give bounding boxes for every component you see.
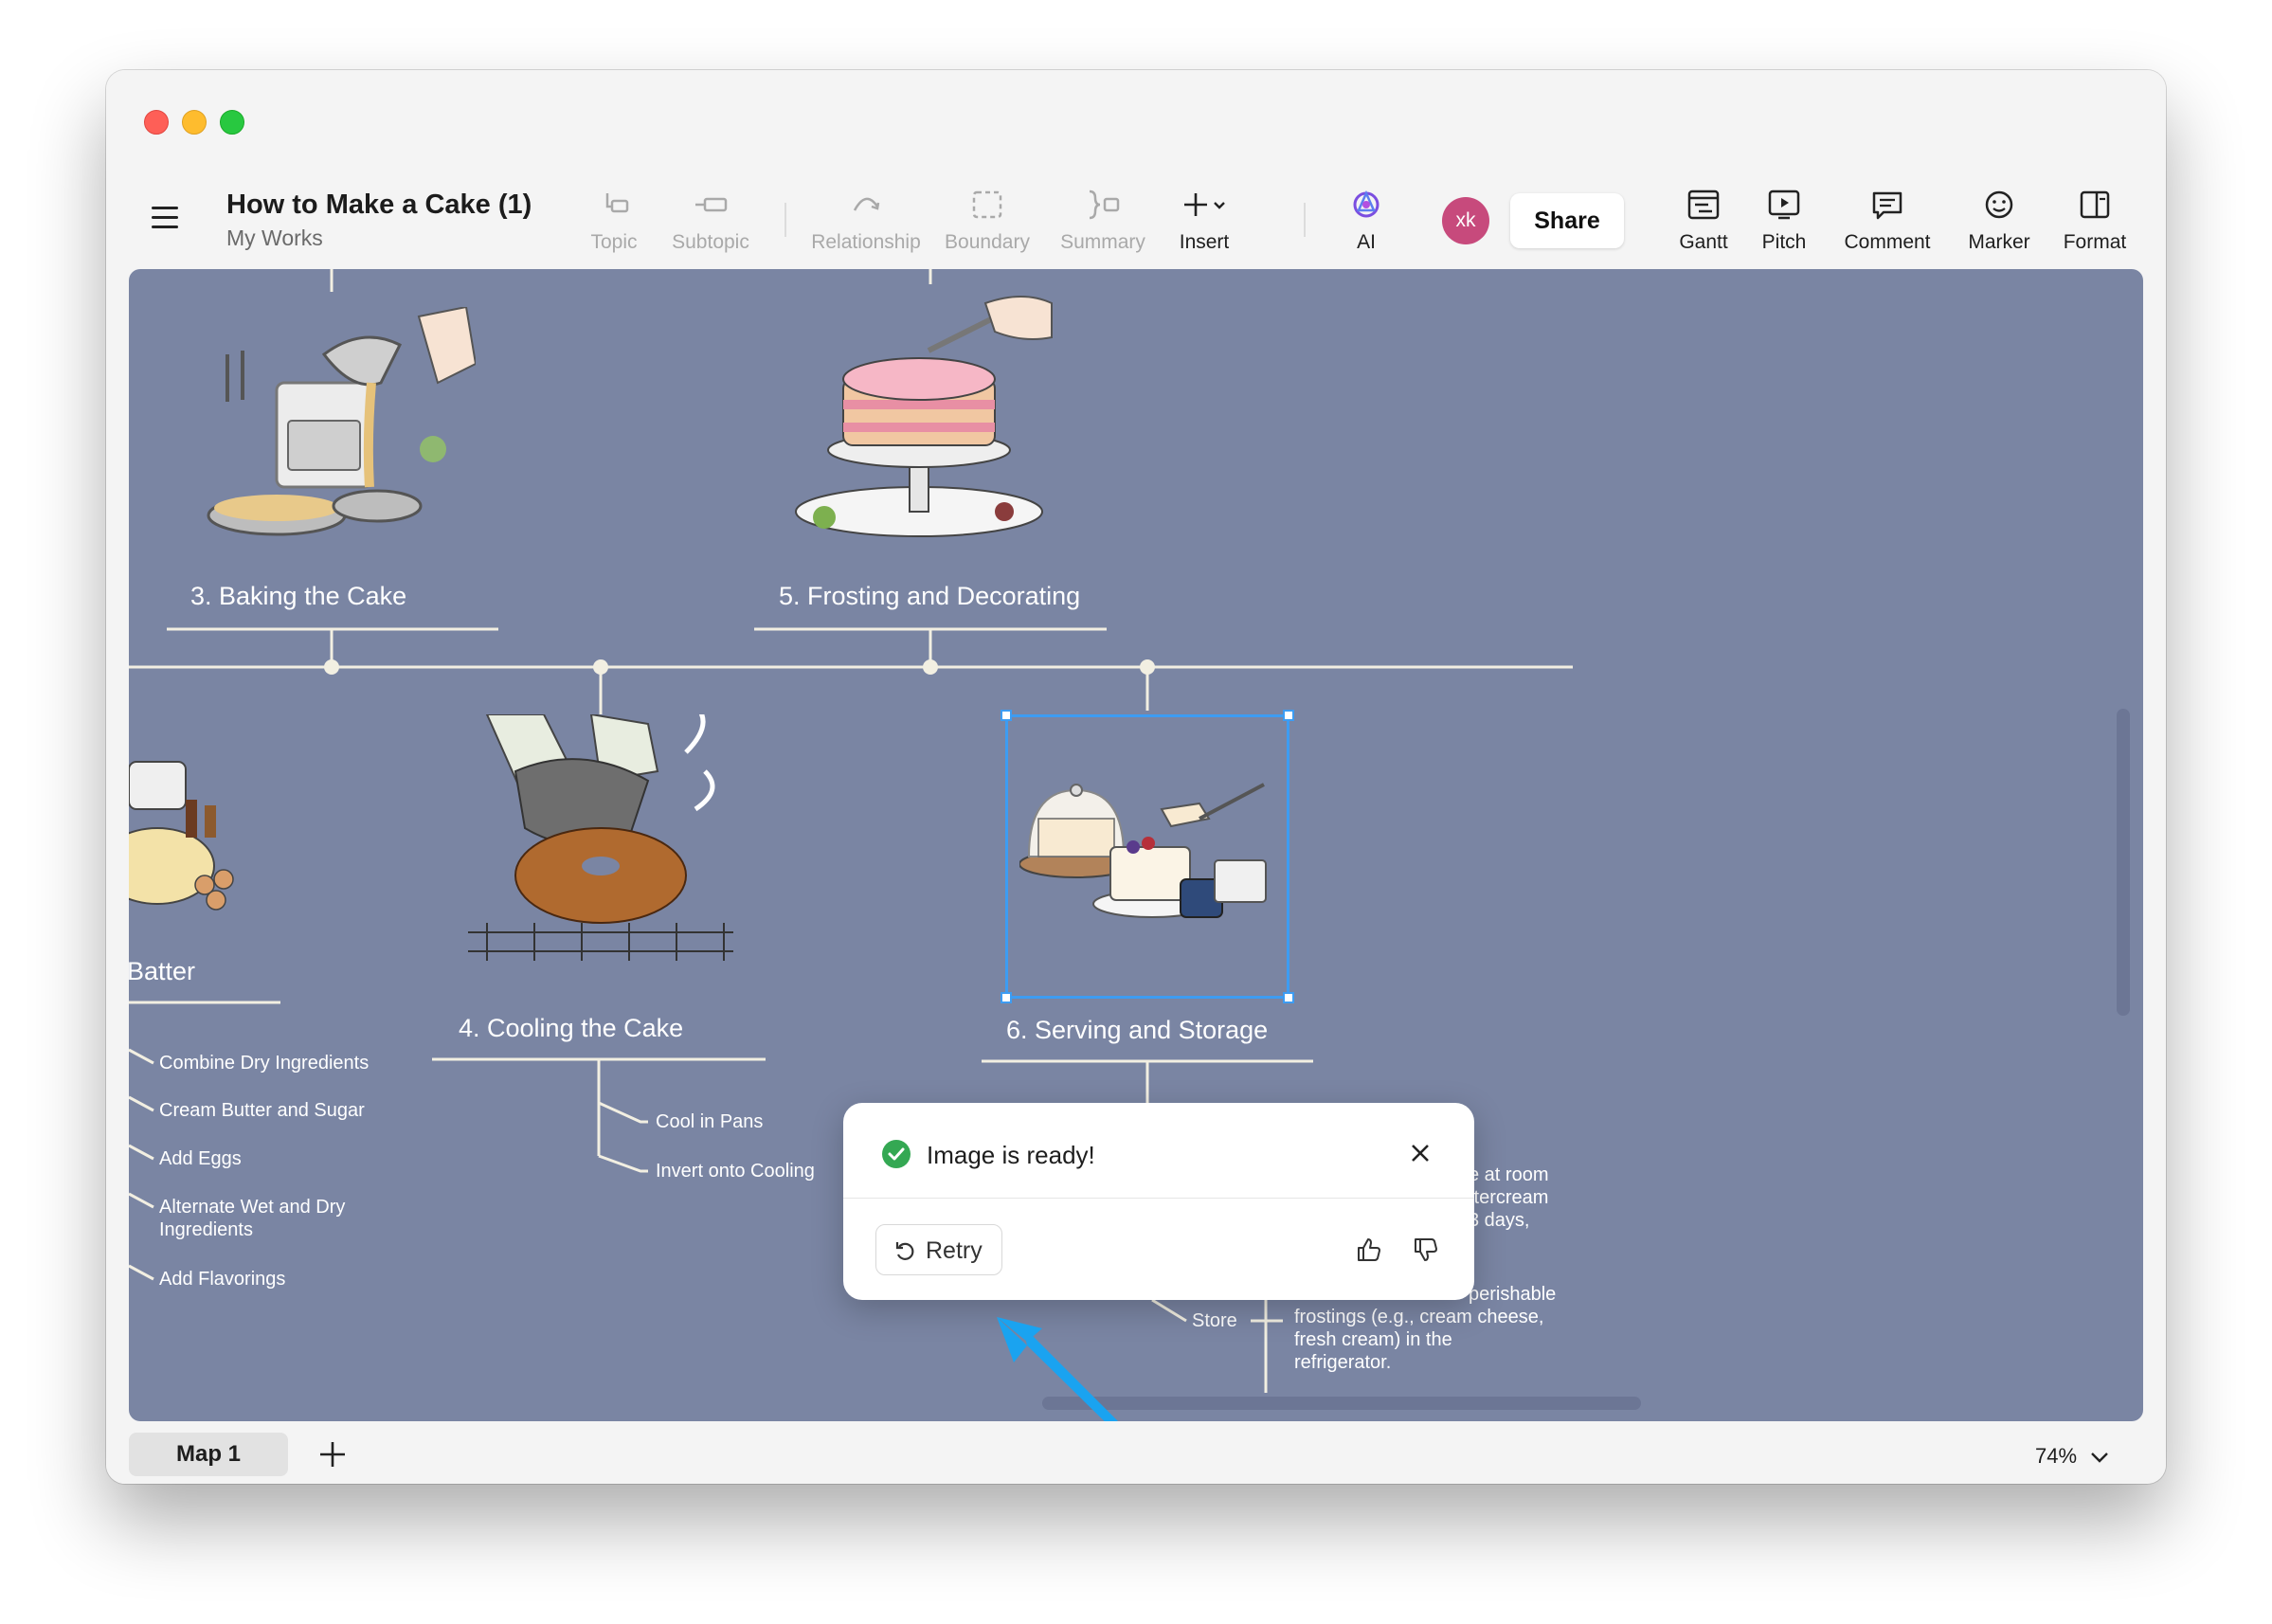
summary-icon [1089, 189, 1120, 220]
comment-button[interactable]: Comment [1838, 188, 1937, 260]
ai-icon [1353, 189, 1379, 218]
note-store-line2: frostings (e.g., cream cheese, [1294, 1307, 1544, 1327]
format-icon [2080, 190, 2110, 219]
zoom-window-button[interactable] [220, 110, 244, 135]
relationship-icon [853, 197, 880, 211]
hamburger-menu-icon[interactable] [146, 199, 184, 237]
note-store-line1: perishable [1469, 1284, 1557, 1305]
boundary-button[interactable]: Boundary [938, 188, 1037, 260]
subtopic-store[interactable]: Store [1192, 1310, 1237, 1331]
title-bar [106, 70, 2166, 171]
pitch-button[interactable]: Pitch [1751, 188, 1817, 260]
subtopic-add-eggs[interactable]: Add Eggs [159, 1148, 242, 1169]
topic-icon [605, 193, 629, 213]
popup-divider [843, 1198, 1474, 1199]
topic-baking[interactable]: 3. Baking the Cake [190, 582, 407, 610]
resize-handle-bottom-left[interactable] [1001, 992, 1012, 1003]
subtopic-cool-in-pans[interactable]: Cool in Pans [656, 1111, 764, 1132]
selected-image-frame[interactable] [1001, 710, 1294, 1003]
frosting-illustration [795, 296, 1053, 537]
share-button[interactable]: Share [1510, 193, 1624, 248]
resize-handle-top-right[interactable] [1283, 710, 1294, 721]
vertical-scrollbar[interactable] [2117, 709, 2130, 1016]
thumbs-up-icon[interactable] [1355, 1236, 1383, 1264]
retry-icon [895, 1242, 914, 1260]
topic-serving[interactable]: 6. Serving and Storage [1006, 1016, 1269, 1044]
pitch-icon [1768, 189, 1800, 220]
topic-batter[interactable]: Batter [129, 957, 196, 985]
batter-illustration [129, 761, 234, 911]
note-room-line3: 3 days, [1469, 1210, 1530, 1231]
topic-button[interactable]: Topic [576, 188, 652, 260]
close-window-button[interactable] [144, 110, 169, 135]
subtopic-combine-dry[interactable]: Combine Dry Ingredients [159, 1053, 370, 1074]
note-store-line4: refrigerator. [1294, 1352, 1392, 1373]
add-sheet-plus-icon[interactable] [315, 1436, 351, 1472]
cooling-illustration [468, 714, 733, 961]
subtopic-invert-cooling[interactable]: Invert onto Cooling [656, 1161, 815, 1182]
popup-message: Image is ready! [927, 1141, 1095, 1169]
document-title[interactable]: How to Make a Cake (1) [226, 189, 532, 220]
subtopic-icon [695, 197, 728, 212]
toolbar-divider [1304, 203, 1306, 237]
baking-illustration [207, 307, 476, 536]
user-avatar[interactable]: xk [1442, 197, 1489, 244]
plus-icon [1184, 193, 1225, 216]
bottom-bar: Map 1 74% [106, 1421, 2166, 1484]
connector-lines [129, 269, 1573, 1393]
insert-button[interactable]: Insert [1162, 188, 1247, 260]
image-ready-popup: Image is ready! Retry [843, 1103, 1474, 1300]
app-window: How to Make a Cake (1) My Works Topic Su… [106, 70, 2166, 1484]
relationship-button[interactable]: Relationship [807, 188, 925, 260]
topic-frosting[interactable]: 5. Frosting and Decorating [779, 582, 1081, 610]
marker-icon [1985, 190, 2013, 219]
comment-icon [1872, 191, 1902, 220]
document-location[interactable]: My Works [226, 226, 323, 250]
toolbar-divider [784, 203, 786, 237]
note-room-line2: ttercream [1469, 1187, 1549, 1208]
gantt-icon [1687, 189, 1720, 220]
success-check-icon [882, 1140, 911, 1168]
summary-button[interactable]: Summary [1054, 188, 1152, 260]
close-icon[interactable] [1406, 1139, 1434, 1167]
minimize-window-button[interactable] [182, 110, 207, 135]
blue-arrow-annotation [997, 1317, 1118, 1421]
note-store-line3: fresh cream) in the [1294, 1329, 1452, 1350]
subtopic-alternate-wet-dry[interactable]: Alternate Wet and Dry [159, 1197, 346, 1218]
sheet-tab-map1[interactable]: Map 1 [129, 1433, 288, 1476]
topic-cooling[interactable]: 4. Cooling the Cake [459, 1014, 684, 1042]
horizontal-scrollbar[interactable] [1042, 1397, 1641, 1410]
format-button[interactable]: Format [2054, 188, 2136, 260]
subtopic-button[interactable]: Subtopic [658, 188, 764, 260]
subtopic-alternate-wet-dry-line2[interactable]: Ingredients [159, 1219, 253, 1240]
marker-button[interactable]: Marker [1957, 188, 2041, 260]
mind-map-canvas[interactable]: 3. Baking the Cake 5. Frosting and Decor… [129, 269, 2143, 1421]
resize-handle-bottom-right[interactable] [1283, 992, 1294, 1003]
retry-button[interactable]: Retry [875, 1224, 1002, 1275]
zoom-level[interactable]: 74% [2035, 1444, 2078, 1468]
chevron-down-icon[interactable] [2086, 1444, 2113, 1471]
note-room-line1: e at room [1469, 1164, 1549, 1185]
thumbs-down-icon[interactable] [1412, 1236, 1440, 1264]
toolbar: How to Make a Cake (1) My Works Topic Su… [106, 171, 2166, 269]
serving-illustration [1019, 783, 1267, 918]
subtopic-add-flavorings[interactable]: Add Flavorings [159, 1269, 286, 1290]
resize-handle-top-left[interactable] [1001, 710, 1012, 721]
ai-button[interactable]: AI [1338, 188, 1395, 260]
subtopic-cream-butter[interactable]: Cream Butter and Sugar [159, 1100, 365, 1121]
boundary-icon [972, 190, 1002, 219]
gantt-button[interactable]: Gantt [1666, 188, 1741, 260]
